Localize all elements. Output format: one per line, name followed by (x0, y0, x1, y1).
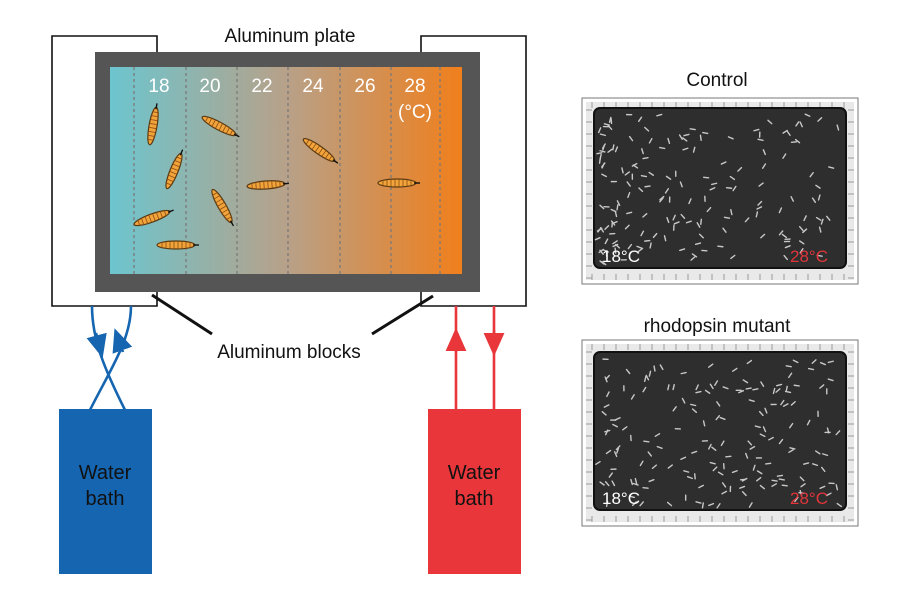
control-photo: 18°C 28°C (581, 97, 859, 285)
mutant-photo: 18°C 28°C (581, 339, 859, 527)
mutant-left-temp: 18°C (602, 489, 640, 508)
temp-label-22: 22 (251, 76, 272, 97)
mutant-right-temp: 28°C (790, 489, 828, 508)
temp-unit-label: (°C) (398, 102, 432, 123)
control-photo-title: Control (686, 70, 747, 91)
temp-label-24: 24 (302, 76, 324, 97)
warm-bath-label-line2: bath (455, 488, 494, 510)
lane-dividers (133, 67, 441, 274)
larva-icon (246, 180, 289, 190)
plate-label: Aluminum plate (225, 26, 356, 47)
larva-icon (133, 209, 174, 227)
larva-icon (302, 138, 339, 164)
larva-icon (156, 240, 199, 250)
temp-label-26: 26 (354, 76, 375, 97)
control-right-temp: 28°C (790, 247, 828, 266)
larva-icon (211, 188, 235, 227)
blocks-label: Aluminum blocks (217, 342, 361, 363)
temp-label-28: 28 (404, 76, 425, 97)
left-aluminum-block (51, 35, 158, 307)
temp-label-20: 20 (199, 76, 220, 97)
temperature-gradient-arena (110, 67, 462, 274)
cold-bath-label-line1: Water (79, 462, 132, 484)
temp-label-18: 18 (148, 76, 169, 97)
red-tubes (445, 306, 505, 410)
larva-icon (147, 103, 159, 146)
warm-bath-label-line1: Water (448, 462, 501, 484)
blocks-pointer-right (371, 294, 434, 336)
warm-water-bath (428, 409, 521, 574)
larva-icon (165, 149, 184, 190)
cold-water-bath (59, 409, 152, 574)
cold-bath-label-line2: bath (86, 488, 125, 510)
larvae-group (133, 103, 420, 250)
larva-icon (201, 115, 240, 138)
larva-icon (377, 178, 420, 188)
control-left-temp: 18°C (602, 247, 640, 266)
mutant-photo-title: rhodopsin mutant (644, 316, 792, 337)
blocks-pointer-left (151, 293, 213, 336)
blue-tubes (86, 305, 133, 411)
